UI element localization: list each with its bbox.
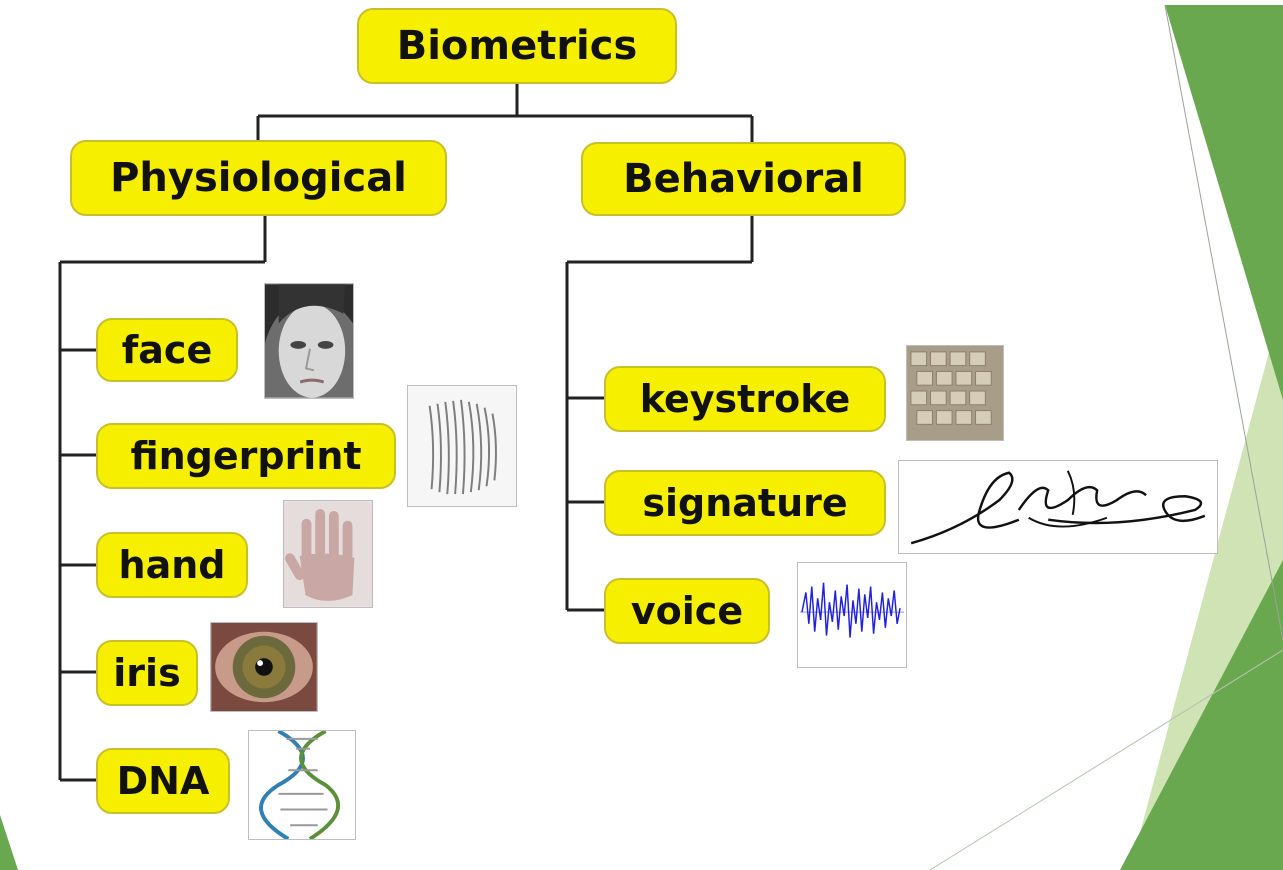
keystroke-node: keystroke: [604, 366, 886, 432]
hand-image: [283, 500, 373, 608]
signature-node: signature: [604, 470, 886, 536]
voice-waveform-image: [797, 562, 907, 668]
behavioral-node: Behavioral: [581, 142, 906, 216]
green-accent-bottom-left: [0, 815, 18, 870]
tree-connectors: [58, 84, 754, 782]
fingerprint-image: [407, 385, 517, 507]
physiological-node: Physiological: [70, 140, 447, 216]
decorative-line: [1164, 4, 1283, 641]
green-accent-bottom: [1120, 560, 1283, 870]
dna-node: DNA: [96, 748, 230, 814]
iris-node: iris: [96, 640, 198, 706]
iris-image: [210, 622, 318, 712]
voice-node: voice: [604, 578, 770, 644]
keyboard-image: [906, 345, 1004, 441]
fingerprint-node: fingerprint: [96, 423, 396, 489]
face-node: face: [96, 318, 238, 382]
face-image: [264, 283, 354, 399]
root-node: Biometrics: [357, 8, 677, 84]
dna-image: [248, 730, 356, 840]
hand-node: hand: [96, 532, 248, 598]
signature-image: [898, 460, 1218, 554]
green-accent-right: [1165, 5, 1283, 400]
decorative-line-2: [929, 649, 1283, 870]
